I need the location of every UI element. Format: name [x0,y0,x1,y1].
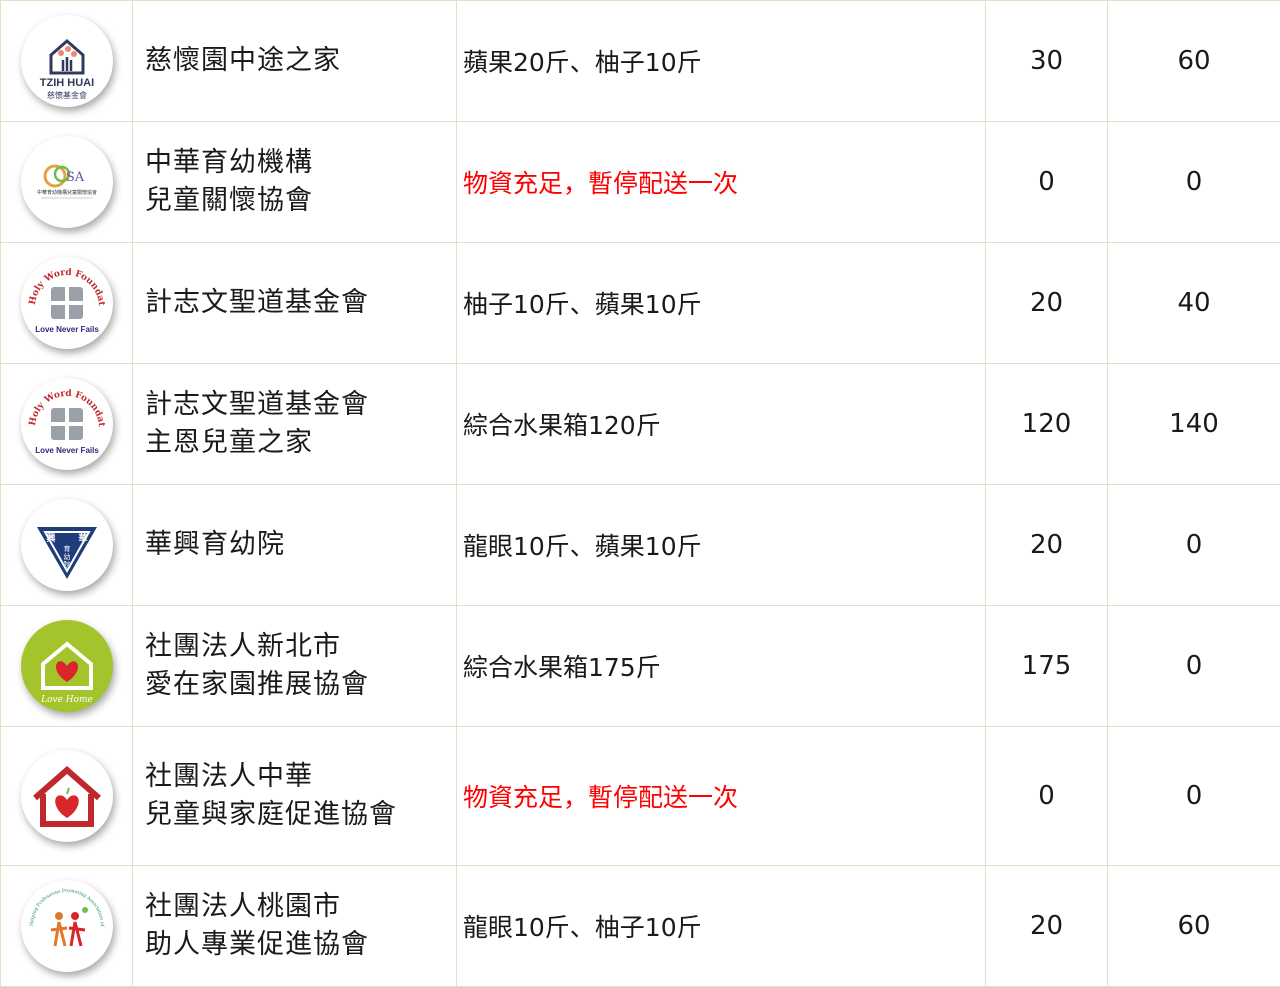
quantity-2: 60 [1107,865,1280,987]
quantity-1: 0 [985,121,1108,243]
organization-name: 中華育幼機構 兒童關懷協會 [132,121,457,243]
organization-name: 社團法人桃園市 助人專業促進協會 [132,865,457,987]
svg-text:慈懷基金會: 慈懷基金會 [47,90,87,100]
house-heart-logo [20,750,113,842]
table-row: Helping Professions Promoting Associatio… [0,865,1280,987]
delivery-items: 綜合水果箱175斤 [456,605,986,727]
table-row: Love Home 社團法人新北市 愛在家園推展協會 綜合水果箱175斤 175… [0,605,1280,727]
logo-cell: Helping Professions Promoting Associatio… [0,865,133,987]
svg-text:幼: 幼 [63,552,70,561]
ccsa-logo: SA 中華育幼機構兒童關懷協會 [20,136,113,228]
quantity-2: 0 [1107,121,1280,243]
delivery-items: 龍眼10斤、蘋果10斤 [456,484,986,606]
logo-cell: Holy Word Foundation Love Never Fails [0,242,133,364]
organization-name: 華興育幼院 [132,484,457,606]
delivery-status-alert: 物資充足，暫停配送一次 [456,726,986,866]
organization-name: 計志文聖道基金會 [132,242,457,364]
svg-text:Helping Professions Promoting: Helping Professions Promoting Associatio… [21,880,105,927]
quantity-2: 0 [1107,484,1280,606]
quantity-2: 0 [1107,726,1280,866]
quantity-1: 30 [985,0,1108,122]
svg-text:育: 育 [63,544,70,553]
logo-cell: TZIH HUAI 慈懷基金會 [0,0,133,122]
quantity-2: 40 [1107,242,1280,364]
quantity-1: 120 [985,363,1108,485]
love-home-logo: Love Home [20,620,113,712]
logo-cell: Love Home [0,605,133,727]
logo-cell: 興 華 育 幼 院 [0,484,133,606]
quantity-1: 20 [985,242,1108,364]
svg-text:Love Home: Love Home [40,695,93,705]
quantity-2: 0 [1107,605,1280,727]
svg-text:興: 興 [46,533,55,544]
quantity-1: 20 [985,484,1108,606]
svg-text:中華育幼機構兒童關懷協會: 中華育幼機構兒童關懷協會 [36,189,96,196]
quantity-1: 0 [985,726,1108,866]
svg-text:Love Never Fails: Love Never Fails [35,325,99,334]
organization-name: 社團法人新北市 愛在家園推展協會 [132,605,457,727]
delivery-status-alert: 物資充足，暫停配送一次 [456,121,986,243]
svg-text:SA: SA [65,170,84,185]
logo-cell: SA 中華育幼機構兒童關懷協會 [0,121,133,243]
delivery-items: 蘋果20斤、柚子10斤 [456,0,986,122]
delivery-items: 柚子10斤、蘋果10斤 [456,242,986,364]
svg-text:TZIH HUAI: TZIH HUAI [39,77,93,89]
organization-name: 社團法人中華 兒童與家庭促進協會 [132,726,457,866]
svg-text:Love Never Fails: Love Never Fails [35,446,99,455]
svg-text:院: 院 [63,560,70,569]
holy-word-foundation-logo: Holy Word Foundation Love Never Fails [20,378,113,470]
table-row: SA 中華育幼機構兒童關懷協會 中華育幼機構 兒童關懷協會 物資充足，暫停配送一… [0,121,1280,243]
quantity-2: 140 [1107,363,1280,485]
quantity-1: 20 [985,865,1108,987]
logo-cell: Holy Word Foundation Love Never Fails [0,363,133,485]
organization-name: 慈懷園中途之家 [132,0,457,122]
delivery-items: 綜合水果箱120斤 [456,363,986,485]
quantity-2: 60 [1107,0,1280,122]
table-row: TZIH HUAI 慈懷基金會 慈懷園中途之家 蘋果20斤、柚子10斤 30 6… [0,0,1280,122]
tzih-huai-logo: TZIH HUAI 慈懷基金會 [20,15,113,107]
table-row: Holy Word Foundation Love Never Fails 計志… [0,363,1280,485]
taoyuan-helping-professions-logo: Helping Professions Promoting Associatio… [20,880,113,972]
organization-name: 計志文聖道基金會 主恩兒童之家 [132,363,457,485]
delivery-items: 龍眼10斤、柚子10斤 [456,865,986,987]
huaxing-orphanage-logo: 興 華 育 幼 院 [20,499,113,591]
table-row: Holy Word Foundation Love Never Fails 計志… [0,242,1280,364]
logo-cell [0,726,133,866]
table-row: 興 華 育 幼 院 華興育幼院 龍眼10斤、蘋果10斤 20 0 [0,484,1280,606]
table-row: 社團法人中華 兒童與家庭促進協會 物資充足，暫停配送一次 0 0 [0,726,1280,866]
svg-text:華: 華 [78,532,87,544]
quantity-1: 175 [985,605,1108,727]
holy-word-foundation-logo: Holy Word Foundation Love Never Fails [20,257,113,349]
